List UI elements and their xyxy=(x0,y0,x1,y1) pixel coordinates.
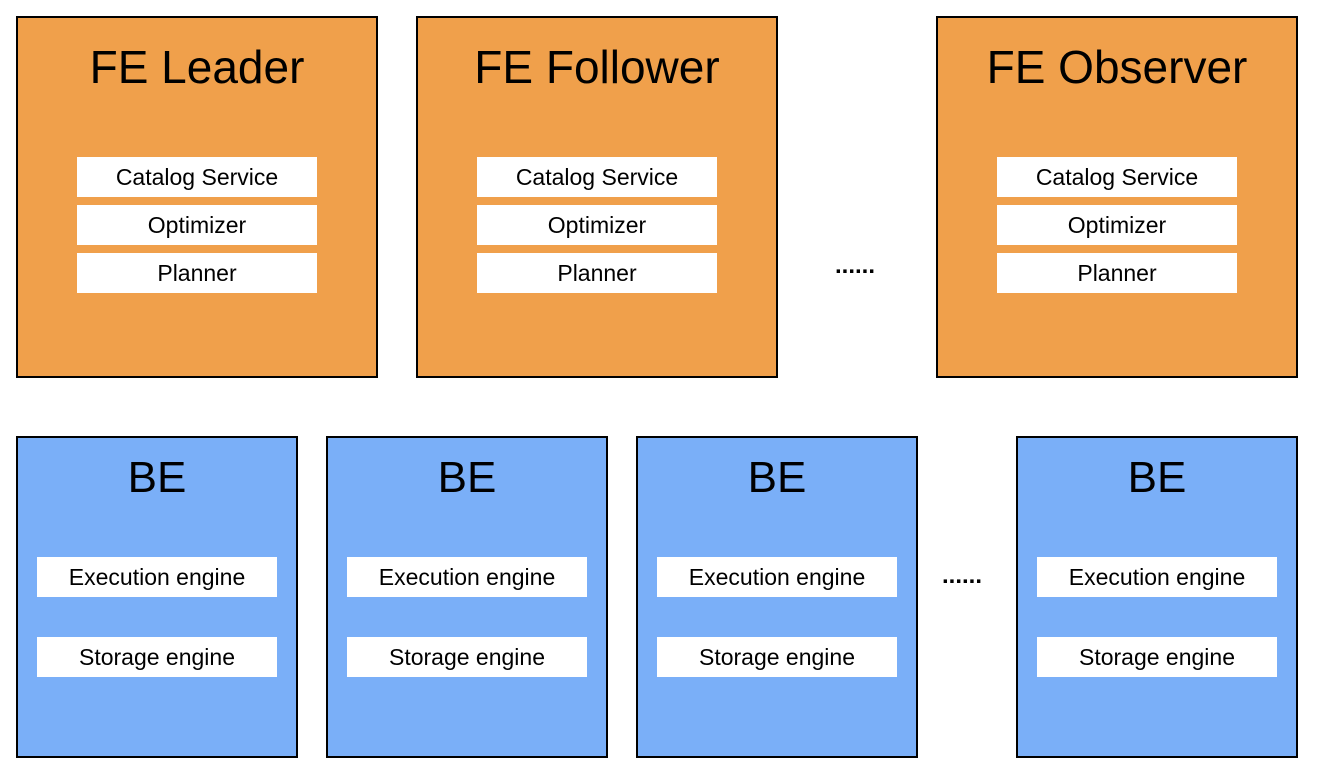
be-title: BE xyxy=(127,453,187,502)
catalog-service-box: Catalog Service xyxy=(77,157,317,197)
be-node-4: BE Execution engine Storage engine xyxy=(1016,436,1298,758)
execution-engine-box: Execution engine xyxy=(347,557,587,597)
storage-engine-box: Storage engine xyxy=(37,637,277,677)
execution-engine-box: Execution engine xyxy=(1037,557,1277,597)
fe-observer-node: FE Observer Catalog Service Optimizer Pl… xyxy=(936,16,1298,378)
planner-box: Planner xyxy=(477,253,717,293)
storage-engine-box: Storage engine xyxy=(657,637,897,677)
optimizer-box: Optimizer xyxy=(477,205,717,245)
be-title: BE xyxy=(437,453,497,502)
catalog-service-box: Catalog Service xyxy=(477,157,717,197)
be-node-3: BE Execution engine Storage engine xyxy=(636,436,918,758)
optimizer-box: Optimizer xyxy=(77,205,317,245)
be-title: BE xyxy=(1127,453,1187,502)
be-node-1: BE Execution engine Storage engine xyxy=(16,436,298,758)
planner-box: Planner xyxy=(997,253,1237,293)
be-ellipsis: ...... xyxy=(942,562,983,589)
be-node-2: BE Execution engine Storage engine xyxy=(326,436,608,758)
fe-follower-node: FE Follower Catalog Service Optimizer Pl… xyxy=(416,16,778,378)
fe-follower-title: FE Follower xyxy=(474,41,720,93)
optimizer-box: Optimizer xyxy=(997,205,1237,245)
storage-engine-box: Storage engine xyxy=(1037,637,1277,677)
planner-box: Planner xyxy=(77,253,317,293)
be-title: BE xyxy=(747,453,807,502)
fe-leader-node: FE Leader Catalog Service Optimizer Plan… xyxy=(16,16,378,378)
fe-observer-title: FE Observer xyxy=(986,41,1248,93)
execution-engine-box: Execution engine xyxy=(657,557,897,597)
catalog-service-box: Catalog Service xyxy=(997,157,1237,197)
storage-engine-box: Storage engine xyxy=(347,637,587,677)
fe-leader-title: FE Leader xyxy=(89,41,305,93)
execution-engine-box: Execution engine xyxy=(37,557,277,597)
fe-ellipsis: ...... xyxy=(835,252,876,279)
